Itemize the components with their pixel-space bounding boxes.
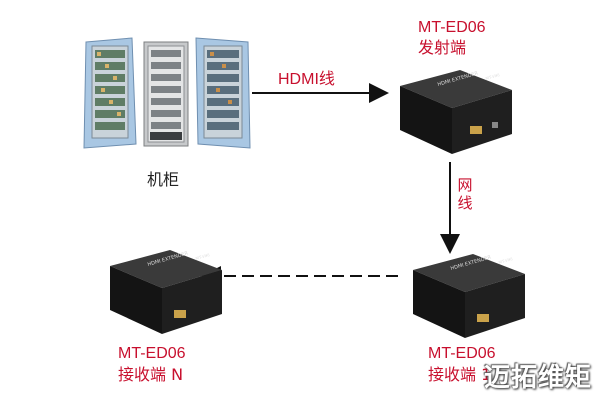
hdmi-port-icon xyxy=(477,314,489,322)
receiver-n-model: MT-ED06 xyxy=(118,345,186,362)
network-cable-label-top: 网 xyxy=(457,176,473,194)
receiver-1-role: 接收端 1 xyxy=(428,365,492,384)
hdmi-cable-label: HDMI线 xyxy=(278,71,335,88)
cabinet-icon xyxy=(83,37,137,149)
network-cable-label-bottom: 线 xyxy=(457,194,473,212)
receiver-1-model: MT-ED06 xyxy=(428,345,496,362)
device-brand-print: MT-VIKI xyxy=(195,252,210,261)
receiver-n-role: 接收端 N xyxy=(118,365,184,384)
cabinet-icon xyxy=(195,37,251,149)
cabinet-icon xyxy=(143,41,189,147)
cabinet-label: 机柜 xyxy=(147,170,180,189)
power-port-icon xyxy=(492,122,498,128)
receiver-1-device: HDMI EXTENDER MT-VIKI xyxy=(405,252,531,342)
brand-watermark: 迈拓维矩 xyxy=(483,363,592,393)
hdmi-port-icon xyxy=(174,310,186,318)
receiver-n-device: HDMI EXTENDER MT-VIKI xyxy=(102,248,228,338)
transmitter-role: 发射端 xyxy=(418,38,467,57)
server-cabinets-illustration xyxy=(82,36,252,151)
transmitter-device: HDMI EXTENDER MT-VIKI xyxy=(392,68,518,158)
hdmi-port-icon xyxy=(470,126,482,134)
transmitter-model: MT-ED06 xyxy=(418,19,486,36)
device-brand-print: MT-VIKI xyxy=(485,72,500,81)
device-brand-print: MT-VIKI xyxy=(498,256,513,265)
